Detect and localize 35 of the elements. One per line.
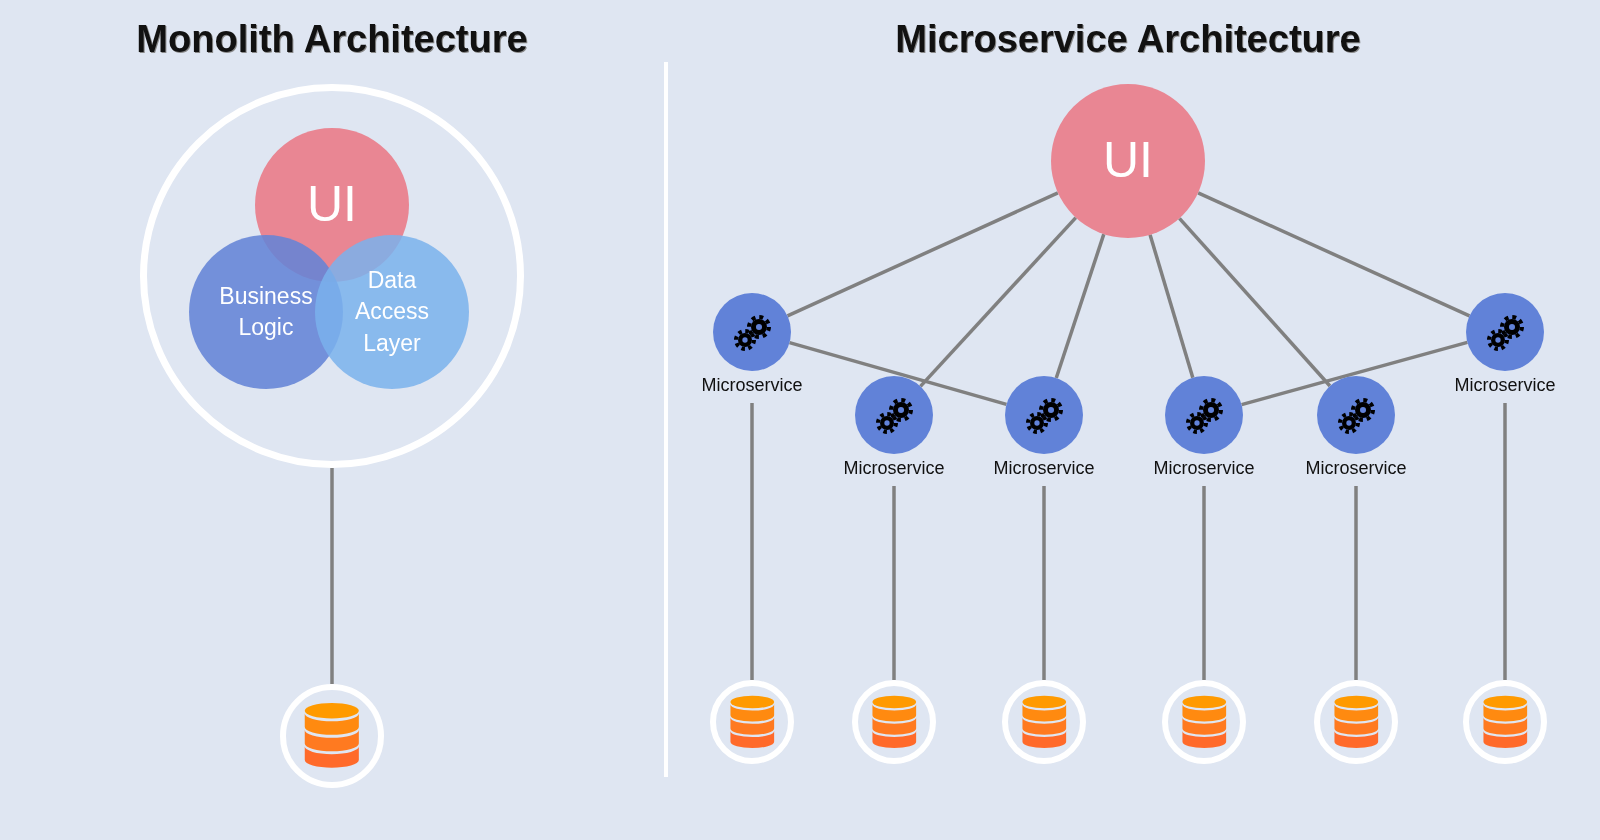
connector-line: [1178, 217, 1332, 388]
connector-line: [1042, 486, 1046, 680]
node-label: Microservice: [1304, 458, 1408, 479]
node-label: Microservice: [842, 458, 946, 479]
connector-line: [919, 216, 1078, 388]
database-ring: [280, 684, 384, 788]
connector-line: [1054, 233, 1106, 379]
section-title: Monolith Architecture: [136, 18, 528, 61]
section-title: Microservice Architecture: [895, 18, 1361, 61]
connector-line: [1241, 340, 1468, 407]
circle-label: UI: [1102, 131, 1154, 191]
connector-line: [1503, 403, 1507, 680]
node-label: Microservice: [992, 458, 1096, 479]
database-ring: [1463, 680, 1547, 764]
connector-line: [330, 468, 334, 684]
circle-label: Business Logic: [218, 281, 314, 342]
node-label: Microservice: [1152, 458, 1256, 479]
database-ring: [1002, 680, 1086, 764]
database-ring: [1162, 680, 1246, 764]
database-ring: [1314, 680, 1398, 764]
boundary-ring: [140, 84, 524, 468]
connector-line: [789, 340, 1007, 407]
connector-line: [1148, 234, 1195, 379]
connector-line: [1202, 486, 1206, 680]
node-label: Microservice: [700, 375, 804, 396]
database-ring: [852, 680, 936, 764]
circle-label: UI: [306, 175, 358, 235]
connector-line: [1197, 191, 1471, 318]
database-ring: [710, 680, 794, 764]
connector-line: [786, 191, 1059, 318]
node-label: Microservice: [1453, 375, 1557, 396]
connector-line: [750, 403, 754, 680]
connector-line: [1354, 486, 1358, 680]
connector-line: [892, 486, 896, 680]
circle-label: Data Access Layer: [353, 266, 431, 358]
